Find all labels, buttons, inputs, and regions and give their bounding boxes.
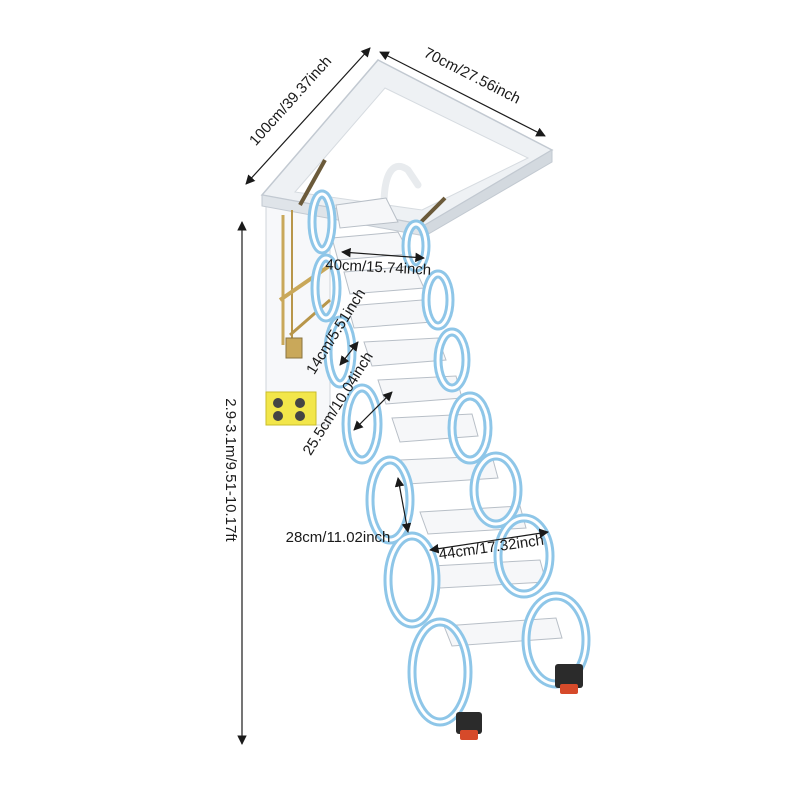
pull-handle (380, 162, 422, 209)
label-height-range: 2.9-3.1m/9.51-10.17ft (222, 398, 239, 542)
dim-line-top-step (341, 247, 425, 263)
right-foot (555, 664, 583, 694)
ladder-step (443, 617, 563, 647)
dim-line-loop-height (394, 477, 412, 533)
spring-mechanism (278, 159, 447, 359)
ladder-step (391, 413, 479, 443)
dim-line-frame-length (245, 47, 371, 185)
ladder-step (431, 559, 547, 589)
left-scissor-rail (307, 189, 473, 727)
dim-line-step-depth (339, 341, 359, 366)
dim-line-frame-width (379, 51, 546, 137)
left-foot (456, 712, 482, 740)
ladder-step (335, 197, 399, 229)
dimension-lines (237, 47, 549, 745)
warning-label (265, 391, 317, 426)
dim-line-step-spacing (353, 391, 393, 431)
label-loop-height: 28cm/11.02inch (286, 529, 391, 546)
label-bottom-width: 44cm/17.32inch (438, 532, 545, 564)
label-top-step-width: 40cm/15.74inch (325, 256, 432, 279)
dim-line-bottom-width (429, 528, 549, 554)
ladder-step (363, 337, 447, 367)
right-scissor-rail (401, 219, 591, 689)
